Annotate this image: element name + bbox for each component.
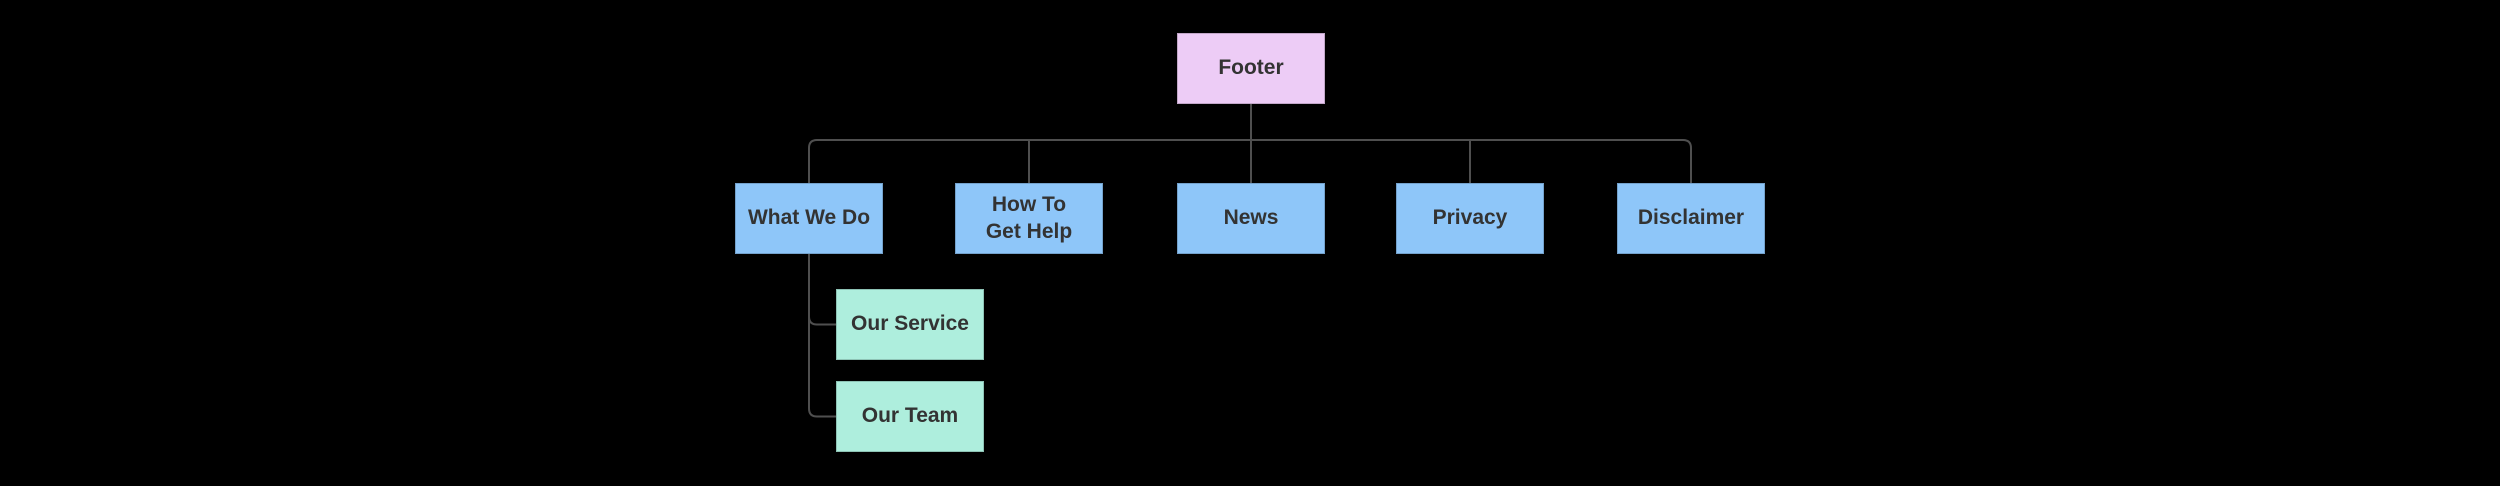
edge-bus-what-we-do-to-disclaimer	[808, 139, 1692, 183]
node-how-to-get-help[interactable]: How To Get Help	[955, 183, 1103, 254]
node-footer[interactable]: Footer	[1177, 33, 1325, 104]
node-news[interactable]: News	[1177, 183, 1325, 254]
edge-what-we-do-to-our-service	[808, 254, 836, 326]
edge-what-we-do-to-our-team	[808, 254, 836, 418]
node-our-service[interactable]: Our Service	[836, 289, 984, 360]
node-our-team[interactable]: Our Team	[836, 381, 984, 452]
node-privacy[interactable]: Privacy	[1396, 183, 1544, 254]
node-what-we-do[interactable]: What We Do	[735, 183, 883, 254]
node-disclaimer[interactable]: Disclaimer	[1617, 183, 1765, 254]
